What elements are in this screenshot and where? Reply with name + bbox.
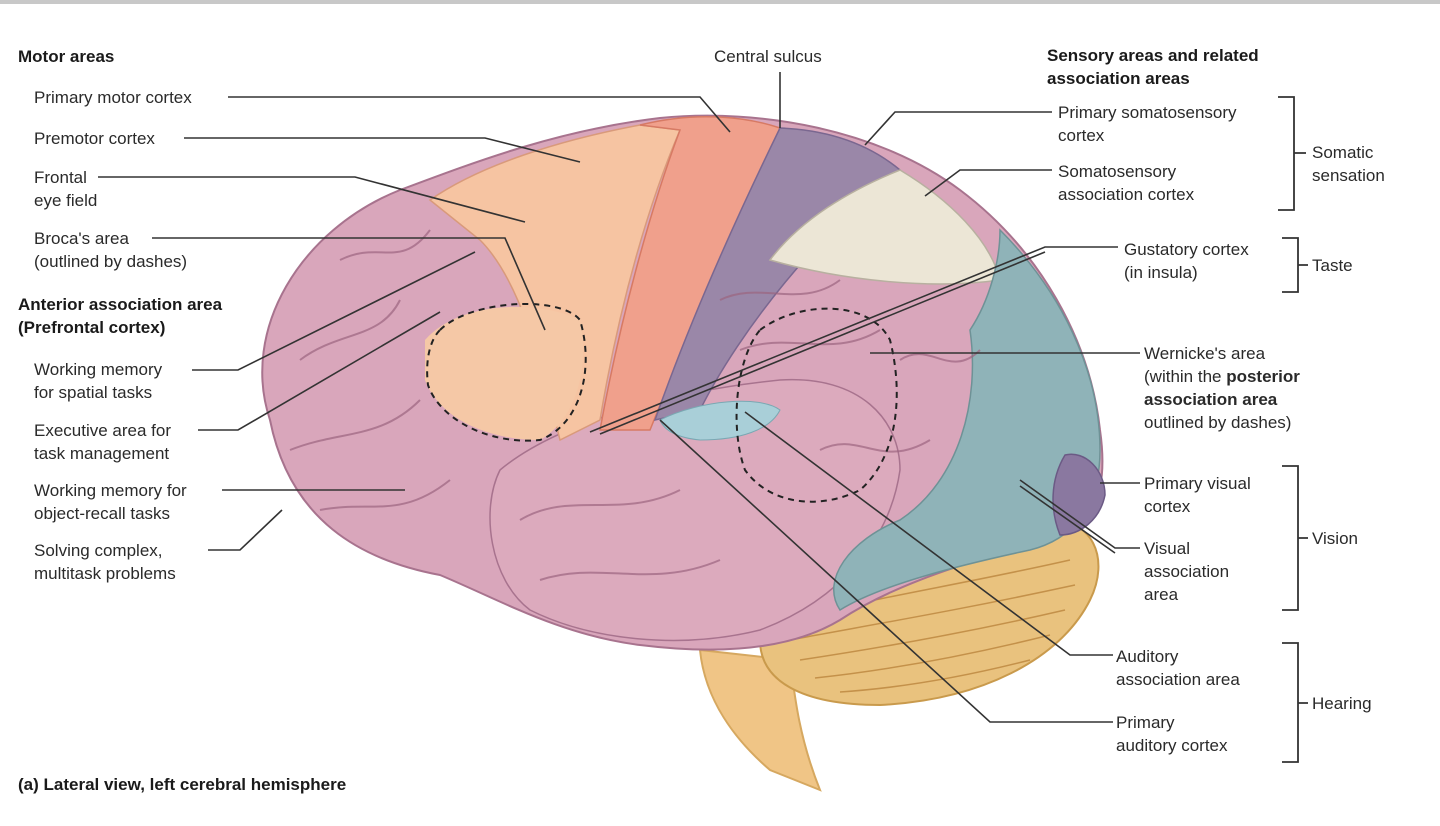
label-visual-assoc-2: association [1144,562,1230,581]
leader-primary-somato [864,111,1052,146]
label-complex-1: Solving complex, [34,541,163,560]
leader-frontal-eye [98,176,526,223]
label-somato-assoc-1: Somatosensory [1058,162,1177,181]
label-primary-visual-2: cortex [1144,497,1191,516]
group-label-somatic-2: sensation [1312,166,1385,185]
label-wm-object-1: Working memory for [34,481,187,500]
leader-wm-spatial [192,251,476,371]
label-visual-assoc-3: area [1144,585,1179,604]
leader-premotor [184,137,581,163]
heading-sensory-areas-2: association areas [1047,69,1190,88]
heading-prefrontal-cortex: (Prefrontal cortex) [18,318,166,337]
label-primary-auditory-2: auditory cortex [1116,736,1228,755]
label-auditory-assoc-1: Auditory [1116,647,1179,666]
leader-broca [152,237,546,331]
group-brackets [1278,96,1308,763]
label-wernicke-2a: (within the [1144,367,1227,386]
label-wernicke-2b: posterior [1226,367,1300,386]
label-primary-somatosensory-2: cortex [1058,126,1105,145]
label-central-sulcus: Central sulcus [714,47,822,66]
group-label-taste: Taste [1312,256,1353,275]
leader-exec [198,311,441,431]
leader-complex [208,509,283,551]
leader-gustatory-2 [599,251,1046,435]
leader-gustatory [589,246,1118,433]
label-primary-motor-cortex: Primary motor cortex [34,88,192,107]
label-complex-2: multitask problems [34,564,176,583]
label-premotor-cortex: Premotor cortex [34,129,155,148]
somatosensory-association [768,169,1001,285]
posterior-association [833,228,1101,612]
label-frontal-eye-field-1: Frontal [34,168,87,187]
group-label-hearing: Hearing [1312,694,1372,713]
heading-sensory-areas-1: Sensory areas and related [1047,46,1259,65]
label-wernicke-4: outlined by dashes) [1144,413,1292,432]
leader-primary-auditory [659,419,1113,723]
primary-auditory-cortex [659,400,781,441]
label-wernicke-1: Wernicke's area [1144,344,1266,363]
label-executive-1: Executive area for [34,421,172,440]
wernicke-dashed-outline [735,307,898,503]
leader-visual-assoc-2 [1019,485,1116,554]
leader-lines [98,72,1140,723]
label-auditory-assoc-2: association area [1116,670,1240,689]
label-wm-spatial-2: for spatial tasks [34,383,153,402]
label-wm-object-2: object-recall tasks [34,504,171,523]
bracket-vision [1282,465,1308,611]
label-wernicke-2: (within the posterior [1144,365,1300,388]
label-somato-assoc-2: association cortex [1058,185,1195,204]
label-primary-visual-1: Primary visual [1144,474,1251,493]
label-executive-2: task management [34,444,170,463]
leader-primary-motor [228,96,731,133]
label-gustatory-2: (in insula) [1124,263,1198,282]
label-primary-somatosensory-1: Primary somatosensory [1058,103,1237,122]
figure-caption: (a) Lateral view, left cerebral hemisphe… [18,775,347,794]
label-gustatory-1: Gustatory cortex [1124,240,1249,259]
label-wernicke-3: association area [1144,390,1278,409]
label-visual-assoc-1: Visual [1144,539,1190,558]
group-label-vision: Vision [1312,529,1358,548]
top-border [0,0,1440,4]
gyri-texture [289,229,981,581]
leader-auditory-assoc [744,411,1113,656]
broca-region [425,306,584,440]
label-broca-area-2: (outlined by dashes) [34,252,188,271]
label-primary-auditory-1: Primary [1116,713,1175,732]
bracket-taste [1282,237,1308,293]
label-frontal-eye-field-2: eye field [34,191,98,210]
leader-somato-assoc [924,169,1052,197]
heading-motor-areas: Motor areas [18,47,115,66]
leader-visual-assoc [1019,479,1140,549]
label-broca-area-1: Broca's area [34,229,129,248]
group-label-somatic-1: Somatic [1312,143,1374,162]
bracket-somatic [1278,96,1306,211]
bracket-hearing [1282,642,1308,763]
label-wm-spatial-1: Working memory [34,360,163,379]
heading-anterior-association: Anterior association area [18,295,223,314]
broca-dashed-outline [426,303,587,442]
